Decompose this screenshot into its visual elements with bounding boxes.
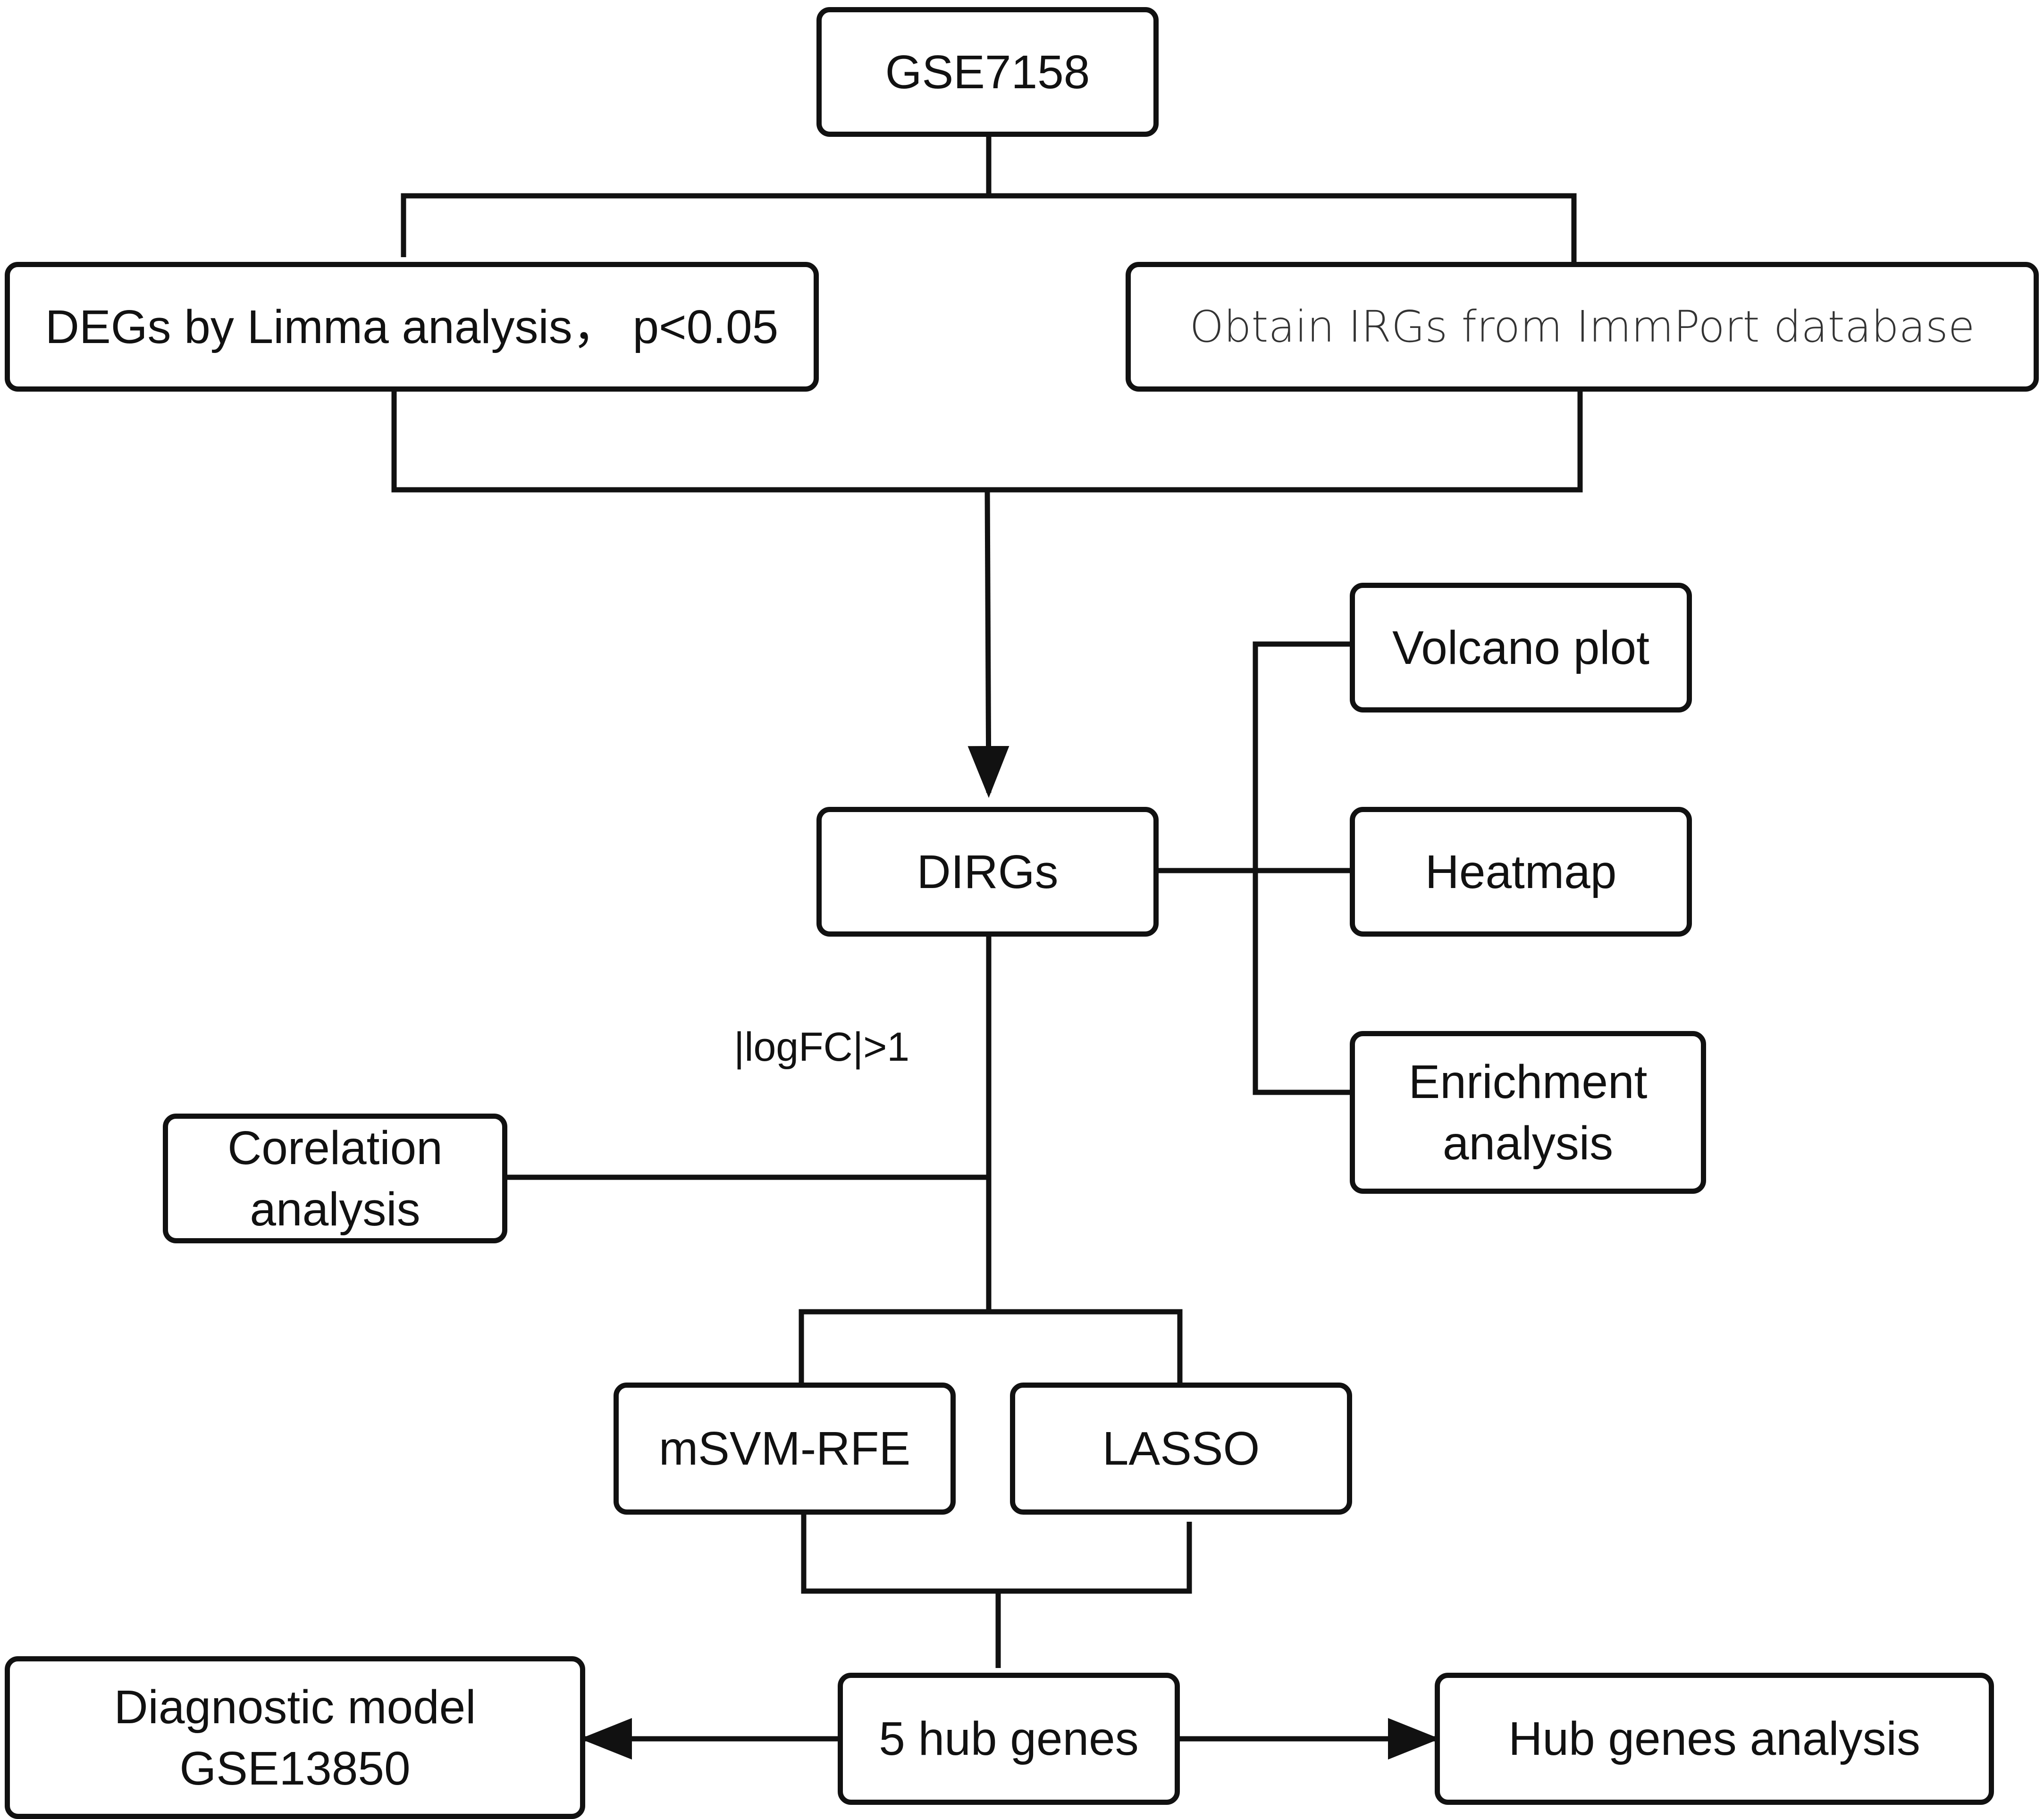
node-irgs-label: Obtain IRGs from ImmPort database: [1189, 301, 1975, 352]
node-enrichment-line1: Enrichment: [1408, 1055, 1648, 1108]
node-degs[interactable]: DEGs by Limma analysis， p<0.05: [5, 262, 819, 392]
node-volcano-label: Volcano plot: [1392, 621, 1649, 674]
node-corelation-line1: Corelation: [227, 1121, 443, 1174]
edge-ml-split: [799, 1309, 1183, 1385]
node-degs-label: DEGs by Limma analysis， p<0.05: [45, 300, 779, 353]
node-diagnostic-line1: Diagnostic model: [114, 1680, 476, 1734]
node-hub-genes-analysis[interactable]: Hub genes analysis: [1435, 1673, 1994, 1805]
edge-right-bar: [1253, 641, 1350, 1095]
edge-ml-merge: [801, 1515, 1192, 1594]
edge-merge-bar: [391, 389, 1583, 493]
node-volcano-plot[interactable]: Volcano plot: [1350, 583, 1692, 713]
edge-to-dirgs: [967, 489, 1009, 798]
node-gse7158[interactable]: GSE7158: [816, 7, 1159, 137]
node-lasso-label: LASSO: [1102, 1422, 1260, 1475]
node-diagnostic-line2: GSE13850: [179, 1742, 411, 1795]
edge-split-bar: [401, 193, 1577, 262]
node-msvm-rfe[interactable]: mSVM-RFE: [614, 1383, 956, 1515]
node-msvm-label: mSVM-RFE: [658, 1422, 911, 1475]
node-corelation[interactable]: Corelation analysis: [163, 1114, 507, 1243]
node-dirgs[interactable]: DIRGs: [816, 807, 1159, 937]
node-hub-genes[interactable]: 5 hub genes: [838, 1673, 1180, 1805]
node-enrichment-line2: analysis: [1442, 1116, 1614, 1170]
node-heatmap-label: Heatmap: [1425, 845, 1617, 898]
node-lasso[interactable]: LASSO: [1010, 1383, 1352, 1515]
edge-label-logfc: |logFC|>1: [734, 1024, 910, 1070]
node-enrichment[interactable]: Enrichment analysis: [1350, 1031, 1706, 1194]
node-hub-label: 5 hub genes: [879, 1712, 1139, 1765]
node-hub-analysis-label: Hub genes analysis: [1508, 1712, 1920, 1765]
node-corelation-line2: analysis: [250, 1182, 421, 1236]
node-gse7158-label: GSE7158: [885, 45, 1090, 99]
node-heatmap[interactable]: Heatmap: [1350, 807, 1692, 937]
node-dirgs-label: DIRGs: [917, 845, 1059, 898]
node-irgs[interactable]: Obtain IRGs from ImmPort database: [1126, 262, 2039, 392]
node-diagnostic-model[interactable]: Diagnostic model GSE13850: [5, 1656, 585, 1819]
